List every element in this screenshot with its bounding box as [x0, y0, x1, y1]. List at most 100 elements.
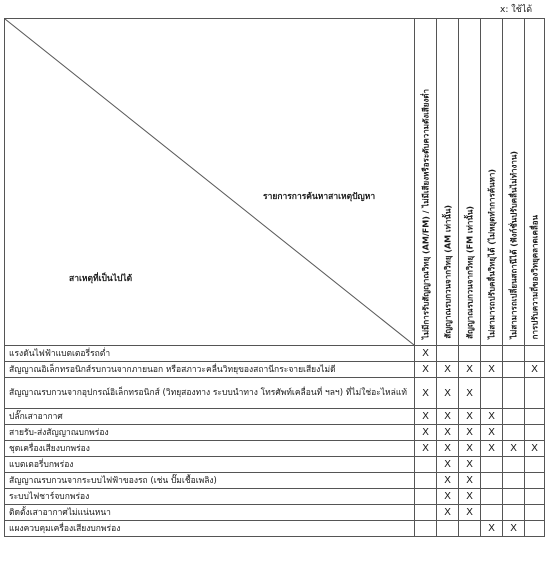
mark-cell — [524, 504, 545, 521]
header-row: รายการการค้นหาสาเหตุปัญหา สาเหตุที่เป็นไ… — [4, 18, 545, 346]
cause-label: ปลั๊กเสาอากาศ — [4, 408, 415, 425]
mark-cell — [414, 520, 437, 537]
cause-label: ติดตั้งเสาอากาศไม่แน่นหนา — [4, 504, 415, 521]
cause-label: แบตเตอรี่บกพร่อง — [4, 456, 415, 473]
mark-cell — [480, 345, 503, 362]
column-header-text: ไม่มีการรับสัญญาณวิทยุ (AM/FM) / ไม่มีเส… — [421, 88, 430, 339]
mark-cell: X — [458, 504, 481, 521]
mark-cell: X — [436, 472, 459, 489]
mark-cell — [502, 472, 525, 489]
mark-cell — [480, 456, 503, 473]
mark-cell — [414, 472, 437, 489]
mark-cell — [502, 345, 525, 362]
cause-label: แผงควบคุมเครื่องเสียงบกพร่อง — [4, 520, 415, 537]
column-header: ไม่สามารถเปลี่ยนสถานีได้ (ฟังก์ชั่นปรับค… — [502, 18, 525, 346]
troubleshooting-matrix: รายการการค้นหาสาเหตุปัญหา สาเหตุที่เป็นไ… — [4, 18, 545, 537]
cause-label: สัญญาณอิเล็กทรอนิกส์รบกวนจากภายนอก หรือส… — [4, 361, 415, 378]
mark-cell: X — [436, 424, 459, 441]
mark-cell — [480, 504, 503, 521]
mark-cell: X — [480, 408, 503, 425]
mark-cell — [458, 520, 481, 537]
mark-cell — [524, 472, 545, 489]
diagonal-line — [5, 19, 414, 345]
mark-cell: X — [502, 520, 525, 537]
column-header-text: การปรับความถี่ของวิทยุคลาดเคลื่อน — [530, 214, 539, 339]
mark-cell: X — [458, 488, 481, 505]
mark-cell — [414, 488, 437, 505]
mark-cell — [502, 424, 525, 441]
mark-cell: X — [414, 408, 437, 425]
mark-cell: X — [414, 424, 437, 441]
mark-cell: X — [480, 361, 503, 378]
cause-label: สัญญาณรบกวนจากอุปกรณ์อิเล็กทรอนิกส์ (วิท… — [4, 377, 415, 409]
mark-cell: X — [414, 361, 437, 378]
mark-cell: X — [436, 377, 459, 409]
table-row: สายรับ-ส่งสัญญาณบกพร่อง X X X X — [4, 424, 545, 441]
mark-cell: X — [436, 408, 459, 425]
mark-cell — [480, 472, 503, 489]
table-row: ปลั๊กเสาอากาศ X X X X — [4, 408, 545, 425]
cause-label: ชุดเครื่องเสียงบกพร่อง — [4, 440, 415, 457]
mark-cell: X — [436, 456, 459, 473]
mark-cell — [524, 377, 545, 409]
table-row: ชุดเครื่องเสียงบกพร่อง X X X X X X — [4, 440, 545, 457]
mark-cell: X — [458, 424, 481, 441]
mark-cell: X — [502, 440, 525, 457]
table-row: สัญญาณรบกวนจากระบบไฟฟ้าของรถ (เช่น ปั๊มเ… — [4, 472, 545, 489]
mark-cell: X — [458, 408, 481, 425]
mark-cell: X — [458, 377, 481, 409]
mark-cell — [502, 408, 525, 425]
mark-cell: X — [414, 440, 437, 457]
mark-cell — [524, 456, 545, 473]
column-header: ไม่สามารถปรับคลื่นวิทยุได้ (ไม่หยุดทำการ… — [480, 18, 503, 346]
table-row: แบตเตอรี่บกพร่อง X X — [4, 456, 545, 473]
mark-cell: X — [458, 440, 481, 457]
mark-cell: X — [524, 361, 545, 378]
mark-cell — [502, 361, 525, 378]
mark-cell: X — [436, 440, 459, 457]
table-row: สัญญาณรบกวนจากอุปกรณ์อิเล็กทรอนิกส์ (วิท… — [4, 377, 545, 409]
mark-cell — [414, 504, 437, 521]
column-header: การปรับความถี่ของวิทยุคลาดเคลื่อน — [524, 18, 545, 346]
table-row: สัญญาณอิเล็กทรอนิกส์รบกวนจากภายนอก หรือส… — [4, 361, 545, 378]
cause-label: ระบบไฟชาร์จบกพร่อง — [4, 488, 415, 505]
mark-cell — [502, 488, 525, 505]
mark-cell — [458, 345, 481, 362]
possible-causes-label: สาเหตุที่เป็นไปได้ — [69, 274, 133, 284]
mark-cell: X — [458, 361, 481, 378]
mark-cell — [524, 408, 545, 425]
column-header: ไม่มีการรับสัญญาณวิทยุ (AM/FM) / ไม่มีเส… — [414, 18, 437, 346]
mark-cell — [480, 377, 503, 409]
column-header-text: ไม่สามารถเปลี่ยนสถานีได้ (ฟังก์ชั่นปรับค… — [509, 151, 518, 339]
mark-cell — [480, 488, 503, 505]
table-row: ติดตั้งเสาอากาศไม่แน่นหนา X X — [4, 504, 545, 521]
mark-cell: X — [436, 504, 459, 521]
matrix-body: แรงดันไฟฟ้าแบตเตอรี่รถต่ำ X สัญญาณอิเล็ก… — [4, 345, 545, 537]
mark-cell — [414, 456, 437, 473]
mark-cell: X — [524, 440, 545, 457]
mark-cell — [524, 345, 545, 362]
mark-cell — [524, 520, 545, 537]
mark-cell: X — [480, 520, 503, 537]
column-header-text: สัญญาณรบกวนจากวิทยุ (AM เท่านั้น) — [443, 205, 452, 339]
column-header: สัญญาณรบกวนจากวิทยุ (FM เท่านั้น) — [458, 18, 481, 346]
table-row: ระบบไฟชาร์จบกพร่อง X X — [4, 488, 545, 505]
mark-cell — [524, 424, 545, 441]
mark-cell: X — [480, 424, 503, 441]
column-header-text: ไม่สามารถปรับคลื่นวิทยุได้ (ไม่หยุดทำการ… — [487, 169, 496, 339]
mark-cell — [436, 520, 459, 537]
mark-cell — [502, 504, 525, 521]
cause-label: สัญญาณรบกวนจากระบบไฟฟ้าของรถ (เช่น ปั๊มเ… — [4, 472, 415, 489]
mark-cell: X — [414, 377, 437, 409]
table-row: แรงดันไฟฟ้าแบตเตอรี่รถต่ำ X — [4, 345, 545, 362]
cause-label: สายรับ-ส่งสัญญาณบกพร่อง — [4, 424, 415, 441]
mark-cell — [436, 345, 459, 362]
mark-cell — [502, 456, 525, 473]
mark-cell: X — [458, 456, 481, 473]
diagonal-header-cell: รายการการค้นหาสาเหตุปัญหา สาเหตุที่เป็นไ… — [4, 18, 415, 346]
cause-label: แรงดันไฟฟ้าแบตเตอรี่รถต่ำ — [4, 345, 415, 362]
legend: x: ใช้ได้ — [500, 5, 533, 15]
mark-cell — [524, 488, 545, 505]
column-header-text: สัญญาณรบกวนจากวิทยุ (FM เท่านั้น) — [465, 206, 474, 339]
symptom-list-label: รายการการค้นหาสาเหตุปัญหา — [263, 192, 376, 202]
